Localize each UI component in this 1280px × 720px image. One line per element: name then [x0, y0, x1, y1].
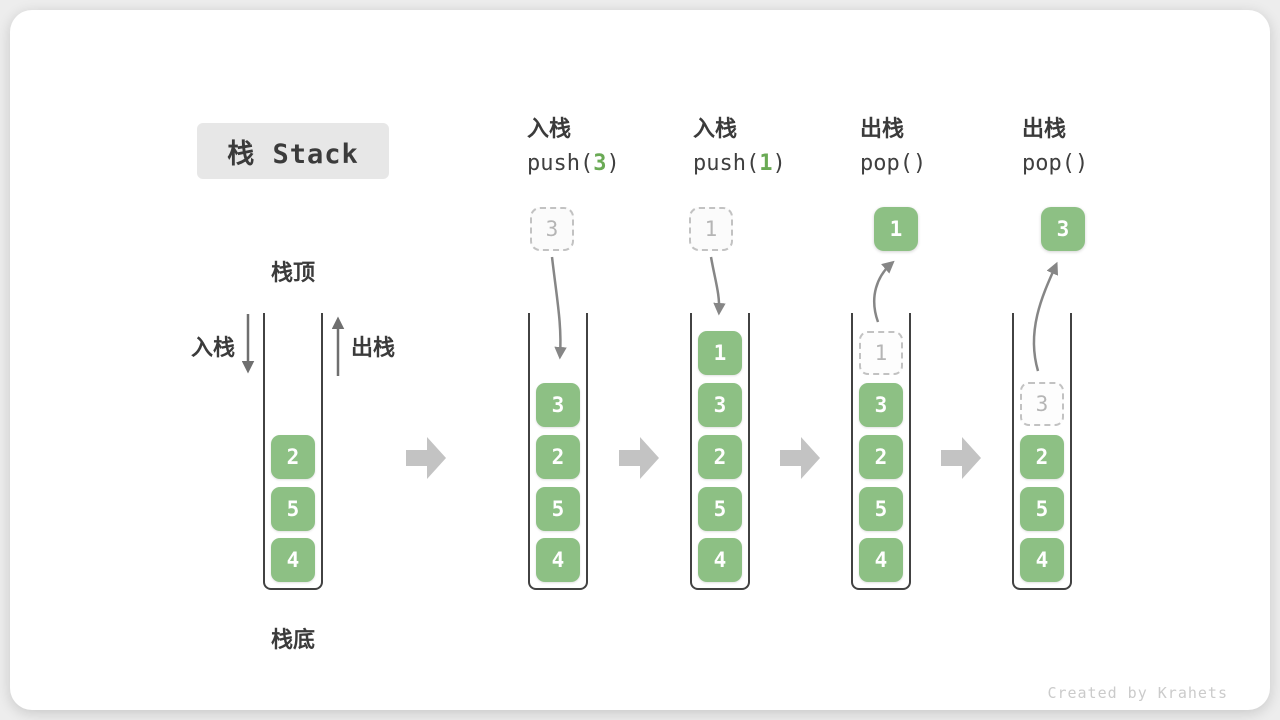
stack-cell: 2: [1020, 435, 1064, 479]
stack-cell: 4: [698, 538, 742, 582]
op-code-label: pop(): [860, 150, 926, 178]
stack-cell: 5: [859, 487, 903, 531]
incoming-value-box-3: 3: [530, 207, 574, 251]
stack-state-2: 3 2 5 4: [528, 313, 588, 590]
code-arg: 3: [593, 151, 607, 176]
code-post: ): [1074, 151, 1089, 176]
stack-cell: 2: [698, 435, 742, 479]
stack-cell: 4: [536, 538, 580, 582]
diagram-card: 栈 Stack 入栈 push(3) 入栈 push(1) 出栈 pop() 出…: [10, 10, 1270, 710]
flow-arrow-icon: [406, 437, 446, 479]
stack-state-4: 1 3 2 5 4: [851, 313, 911, 590]
stack-bottom-label: 栈底: [270, 627, 315, 652]
stack-state-5: 3 2 5 4: [1012, 313, 1072, 590]
flow-arrow-icon: [619, 437, 659, 479]
op-header-pop-2: 出栈 pop(): [1022, 116, 1088, 178]
pop-side-label: 出栈: [351, 335, 396, 360]
stack-cell-ghost: 1: [859, 331, 903, 375]
stack-cell: 5: [698, 487, 742, 531]
code-pre: push(: [527, 151, 594, 176]
op-action-label: 入栈: [693, 116, 738, 141]
stack-cell: 2: [271, 435, 315, 479]
op-code-label: pop(): [1022, 150, 1088, 178]
code-post: ): [772, 151, 786, 176]
incoming-value-box-1: 1: [689, 207, 733, 251]
op-header-push-1: 入栈 push(1): [693, 116, 786, 178]
op-action-label: 入栈: [527, 116, 572, 141]
title-badge: 栈 Stack: [197, 123, 389, 179]
stack-cell: 4: [1020, 538, 1064, 582]
stack-cell: 4: [859, 538, 903, 582]
stack-cell: 1: [698, 331, 742, 375]
stack-cell: 3: [536, 383, 580, 427]
page-title: 栈 Stack: [227, 138, 359, 170]
stack-cell: 5: [271, 487, 315, 531]
push-side-label: 入栈: [191, 335, 236, 360]
flow-arrow-icon: [941, 437, 981, 479]
popped-value-box-1: 1: [874, 207, 918, 251]
popped-value-box-3: 3: [1041, 207, 1085, 251]
op-action-label: 出栈: [1022, 116, 1067, 141]
code-pre: push(: [693, 151, 760, 176]
code-pre: pop(: [860, 151, 913, 176]
op-code-label: push(3): [527, 150, 620, 178]
arrows-overlay: [241, 256, 1059, 479]
stack-cell: 2: [536, 435, 580, 479]
push-1-curved-arrow-icon: [709, 256, 726, 316]
stack-state-1: 2 5 4: [263, 313, 323, 590]
op-header-push-3: 入栈 push(3): [527, 116, 620, 178]
stack-cell: 2: [859, 435, 903, 479]
flow-arrow-icon: [780, 437, 820, 479]
op-code-label: push(1): [693, 150, 786, 178]
code-post: ): [912, 151, 927, 176]
op-action-label: 出栈: [860, 116, 905, 141]
code-post: ): [606, 151, 620, 176]
stack-cell: 5: [536, 487, 580, 531]
stack-top-label: 栈顶: [270, 260, 315, 285]
op-header-pop-1: 出栈 pop(): [860, 116, 926, 178]
watermark: Created by Krahets: [1047, 684, 1228, 702]
stack-cell-ghost: 3: [1020, 382, 1064, 426]
stack-cell: 5: [1020, 487, 1064, 531]
code-arg: 1: [759, 151, 773, 176]
code-pre: pop(: [1022, 151, 1075, 176]
stack-cell: 3: [698, 383, 742, 427]
stack-cell: 3: [859, 383, 903, 427]
stack-state-3: 1 3 2 5 4: [690, 313, 750, 590]
stack-cell: 4: [271, 538, 315, 582]
